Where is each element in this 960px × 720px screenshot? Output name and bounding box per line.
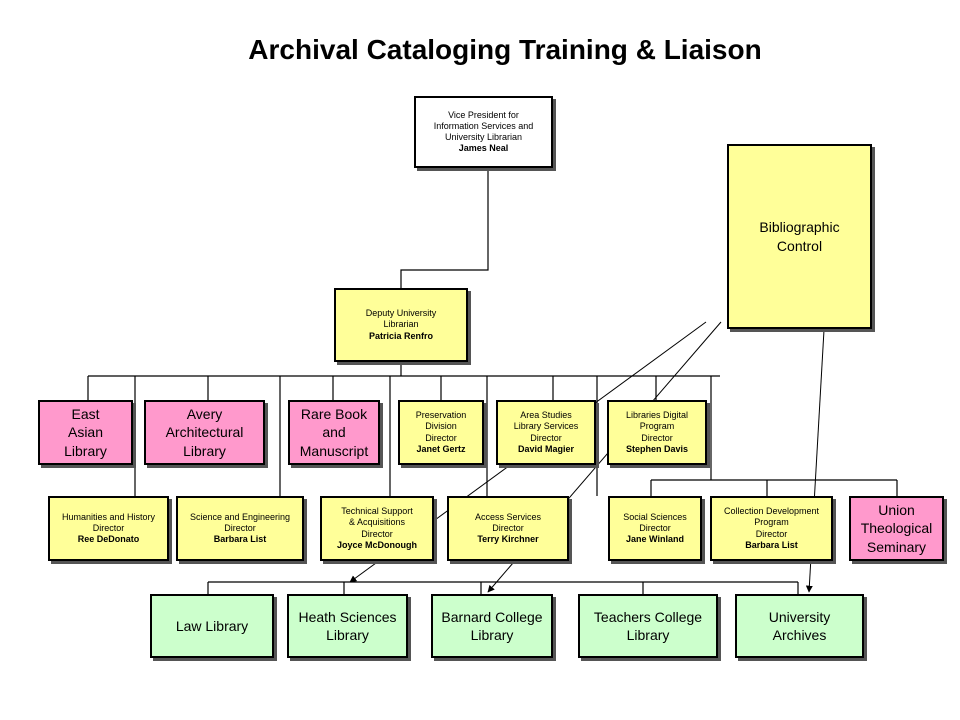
rare-book-and-manuscript-box: Rare Book and Manuscript xyxy=(288,400,380,465)
vp-title-line: University Librarian xyxy=(444,132,523,142)
union-theological-seminary-box: Union Theological Seminary xyxy=(849,496,944,561)
director-name: Terry Kirchner xyxy=(477,534,539,545)
box-label-line: Heath Sciences xyxy=(298,608,397,625)
deputy-name: Patricia Renfro xyxy=(368,330,434,341)
bibliographic-control-box: Bibliographic Control xyxy=(727,144,872,329)
barnard-college-library-box: Barnard College Library xyxy=(431,594,553,658)
teachers-college-library-box: Teachers College Library xyxy=(578,594,718,658)
box-label-line: Asian xyxy=(67,424,104,441)
box-label-line: Collection Development xyxy=(723,506,820,516)
box-label-line: Director xyxy=(641,432,673,443)
avery-architectural-library-box: Avery Architectural Library xyxy=(144,400,265,465)
social-sciences-box: Social Sciences Director Jane Winland xyxy=(608,496,702,561)
director-name: David Magier xyxy=(517,443,575,454)
box-label-line: Library xyxy=(64,442,107,459)
vp-title-line: Vice President for xyxy=(448,109,519,120)
vp-title-line: Information Services and xyxy=(433,120,534,131)
box-label-line: Director xyxy=(224,522,256,533)
law-library-box: Law Library xyxy=(150,594,274,658)
vice-president-box: Vice President for Information Services … xyxy=(414,96,553,168)
box-label-line: Director xyxy=(492,522,524,533)
director-name: Joyce McDonough xyxy=(336,539,417,550)
collection-development-program-box: Collection Development Program Director … xyxy=(710,496,833,561)
access-services-box: Access Services Director Terry Kirchner xyxy=(447,496,569,561)
box-label-line: Union xyxy=(878,502,915,519)
box-label-line: Access Services xyxy=(474,511,542,522)
humanities-and-history-box: Humanities and History Director Ree DeDo… xyxy=(48,496,169,561)
box-label-line: Director xyxy=(639,522,671,533)
box-label-line: Architectural xyxy=(165,424,244,441)
university-archives-box: University Archives xyxy=(735,594,864,658)
box-label-line: Area Studies xyxy=(520,410,572,420)
box-label-line: Director xyxy=(755,528,788,539)
box-label-line: Manuscript xyxy=(299,442,369,459)
box-label-line: Theological xyxy=(860,520,933,537)
box-label-line: Library xyxy=(326,627,369,643)
director-name: Janet Gertz xyxy=(416,443,466,454)
box-label-line: Seminary xyxy=(866,538,927,555)
box-label-line: and xyxy=(322,424,346,441)
box-label-line: Law Library xyxy=(175,617,249,634)
box-label-line: Division xyxy=(425,421,457,432)
box-label-line: Rare Book xyxy=(300,406,368,423)
box-label-line: East xyxy=(71,406,100,423)
box-label-line: Archives xyxy=(772,627,827,643)
director-name: Ree DeDonato xyxy=(77,534,140,545)
heath-sciences-library-box: Heath Sciences Library xyxy=(287,594,408,658)
box-label-line: Director xyxy=(361,528,393,539)
box-label-line: Social Sciences xyxy=(623,511,687,522)
science-and-engineering-box: Science and Engineering Director Barbara… xyxy=(176,496,304,561)
box-label-line: Humanities and History xyxy=(61,511,156,522)
box-label-line: University xyxy=(768,608,831,625)
deputy-title-line: Librarian xyxy=(383,319,419,330)
deputy-title-line: Deputy University xyxy=(365,308,437,319)
director-name: Stephen Davis xyxy=(625,443,689,454)
box-label-line: Library xyxy=(183,442,226,459)
box-label-line: Program xyxy=(754,517,789,528)
page-title: Archival Cataloging Training & Liaison xyxy=(248,34,762,65)
area-studies-library-services-box: Area Studies Library Services Director D… xyxy=(496,400,596,465)
east-asian-library-box: East Asian Library xyxy=(38,400,133,465)
box-label-line: Director xyxy=(425,432,457,443)
box-label-line: Teachers College xyxy=(593,608,703,625)
box-label-line: Preservation xyxy=(415,410,467,420)
vp-name: James Neal xyxy=(458,143,509,154)
box-label-line: Science and Engineering xyxy=(189,511,291,522)
technical-support-acquisitions-box: Technical Support & Acquisitions Directo… xyxy=(320,496,434,561)
box-label-line: Technical Support xyxy=(341,506,413,516)
box-label-line: Library xyxy=(470,627,514,643)
box-label-line: Avery xyxy=(186,406,223,423)
box-label-line: & Acquisitions xyxy=(348,517,406,528)
box-label-line: Libraries Digital xyxy=(625,410,689,420)
deputy-librarian-box: Deputy University Librarian Patricia Ren… xyxy=(334,288,468,362)
libraries-digital-program-box: Libraries Digital Program Director Steph… xyxy=(607,400,707,465)
preservation-division-box: Preservation Division Director Janet Ger… xyxy=(398,400,484,465)
director-name: Barbara List xyxy=(745,539,798,550)
bibliographic-control-line: Control xyxy=(776,237,823,254)
box-label-line: Program xyxy=(639,421,675,432)
box-label-line: Barnard College xyxy=(441,608,543,625)
director-name: Barbara List xyxy=(213,534,267,545)
box-label-line: Director xyxy=(92,522,125,533)
box-label-line: Library Services xyxy=(513,421,579,432)
director-name: Jane Winland xyxy=(626,534,684,545)
bibliographic-control-line: Bibliographic xyxy=(759,219,840,236)
box-label-line: Director xyxy=(530,432,562,443)
box-label-line: Library xyxy=(626,627,670,643)
